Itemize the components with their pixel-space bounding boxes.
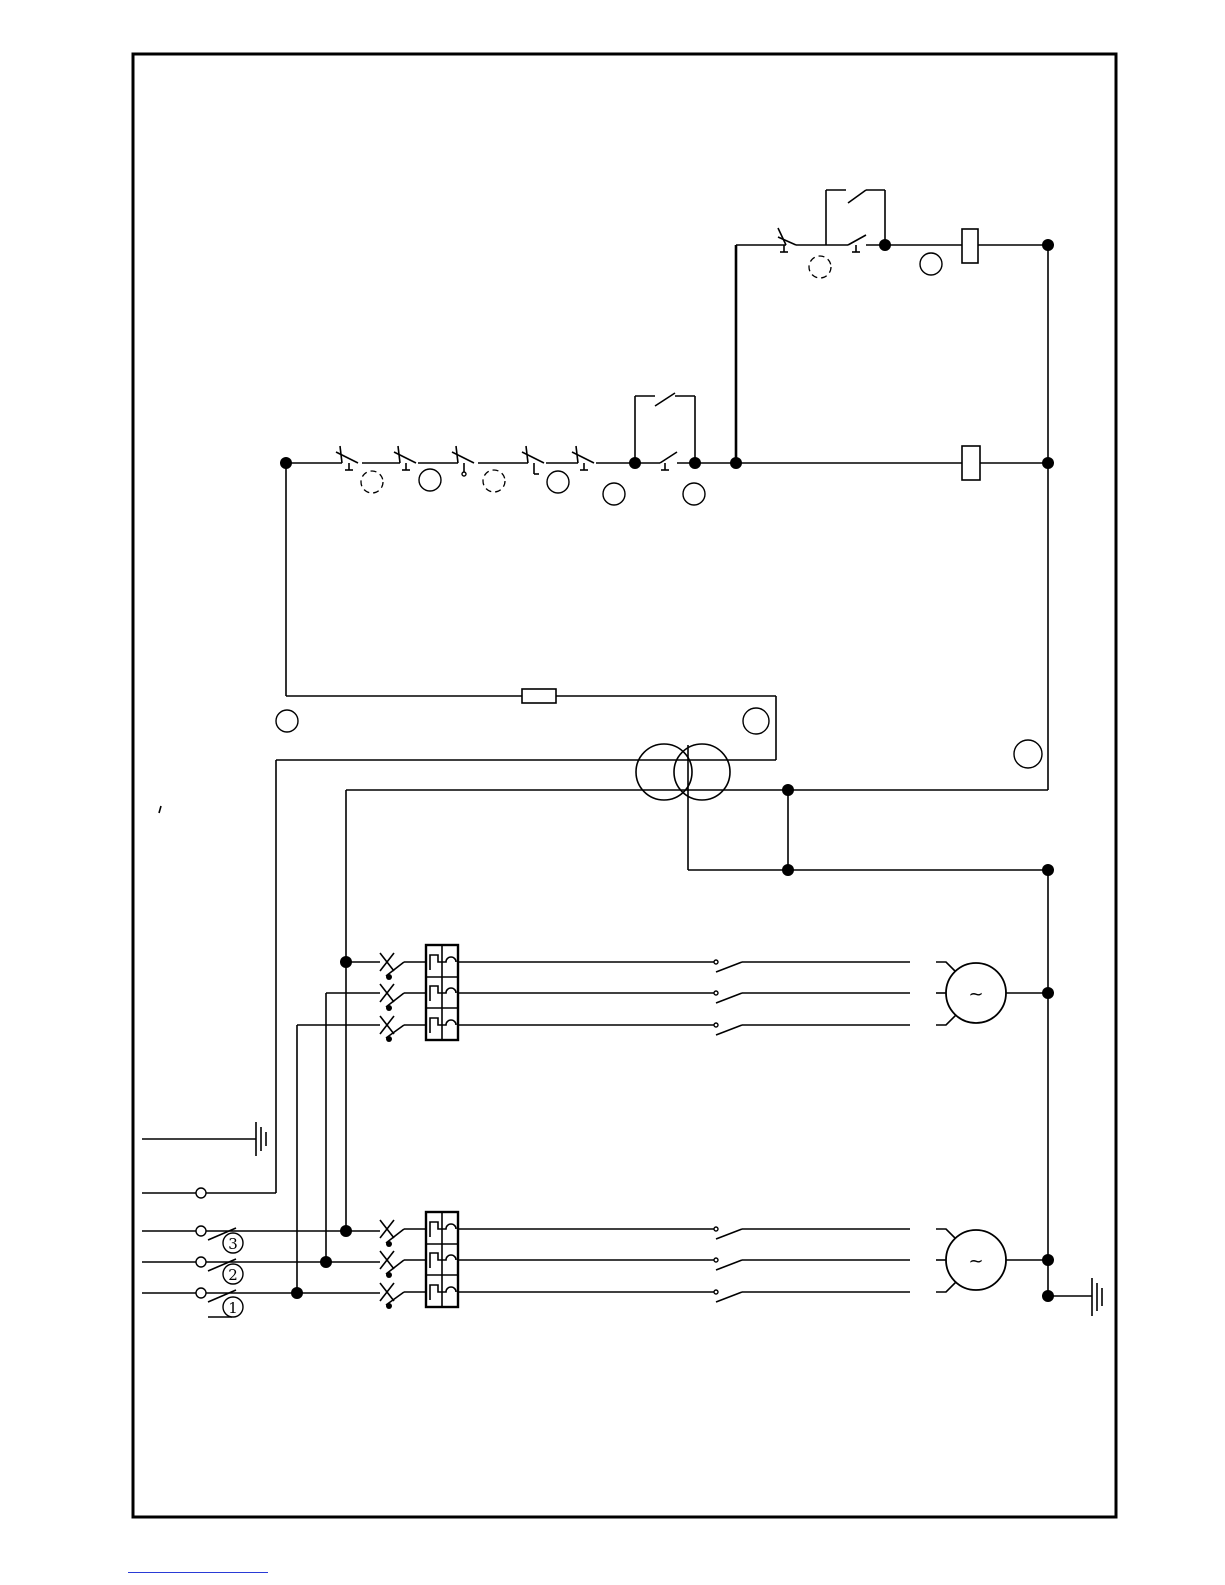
nc-contact-1 — [336, 446, 358, 470]
ground-icon — [1092, 1278, 1102, 1316]
nc-contact-4 — [522, 446, 544, 474]
control-fuse — [522, 689, 556, 703]
breaker-1 — [380, 953, 426, 1042]
contactor-coil-2 — [962, 229, 978, 263]
power-feed: 3 2 1 — [142, 760, 380, 1317]
stray-mark — [159, 806, 161, 813]
svg-text:2: 2 — [228, 1266, 238, 1284]
nc-contact-3 — [452, 446, 474, 476]
contactor-contacts-1 — [714, 960, 742, 1035]
reference-circles — [276, 253, 1042, 768]
control-junctions — [280, 239, 1054, 469]
footer-link-underline[interactable] — [128, 1572, 268, 1573]
overload-relay-1 — [426, 945, 458, 1040]
diagram-border — [133, 54, 1116, 1517]
svg-text:3: 3 — [228, 1235, 238, 1253]
svg-text:1: 1 — [228, 1299, 238, 1317]
equipment-ground — [1042, 1278, 1102, 1316]
hold-in-contact — [635, 393, 695, 463]
phase-label-3: 3 — [223, 1233, 243, 1253]
start-contact — [660, 452, 677, 470]
nc-contact-5 — [572, 446, 594, 470]
ground-icon — [256, 1122, 266, 1156]
nc-contact-2 — [394, 446, 416, 470]
breaker-2 — [380, 1220, 426, 1309]
motor-1: ~ — [936, 962, 1054, 1025]
svg-text:~: ~ — [968, 1251, 983, 1272]
hold-in-contact-2 — [826, 190, 885, 245]
svg-text:~: ~ — [968, 984, 983, 1005]
phase-label-1: 1 — [223, 1297, 243, 1317]
control-circuit — [276, 190, 1054, 790]
nc-contact-6 — [778, 228, 796, 252]
motor-2: ~ — [936, 1229, 1054, 1292]
contactor-contacts-2 — [714, 1227, 742, 1302]
start-contact-2 — [848, 235, 866, 252]
contactor-coil-1 — [962, 446, 980, 480]
motor-branch-2: ~ — [380, 1212, 1054, 1309]
motor-branch-1: ~ — [380, 945, 1054, 1042]
overload-relay-2 — [426, 1212, 458, 1307]
phase-label-2: 2 — [223, 1264, 243, 1284]
